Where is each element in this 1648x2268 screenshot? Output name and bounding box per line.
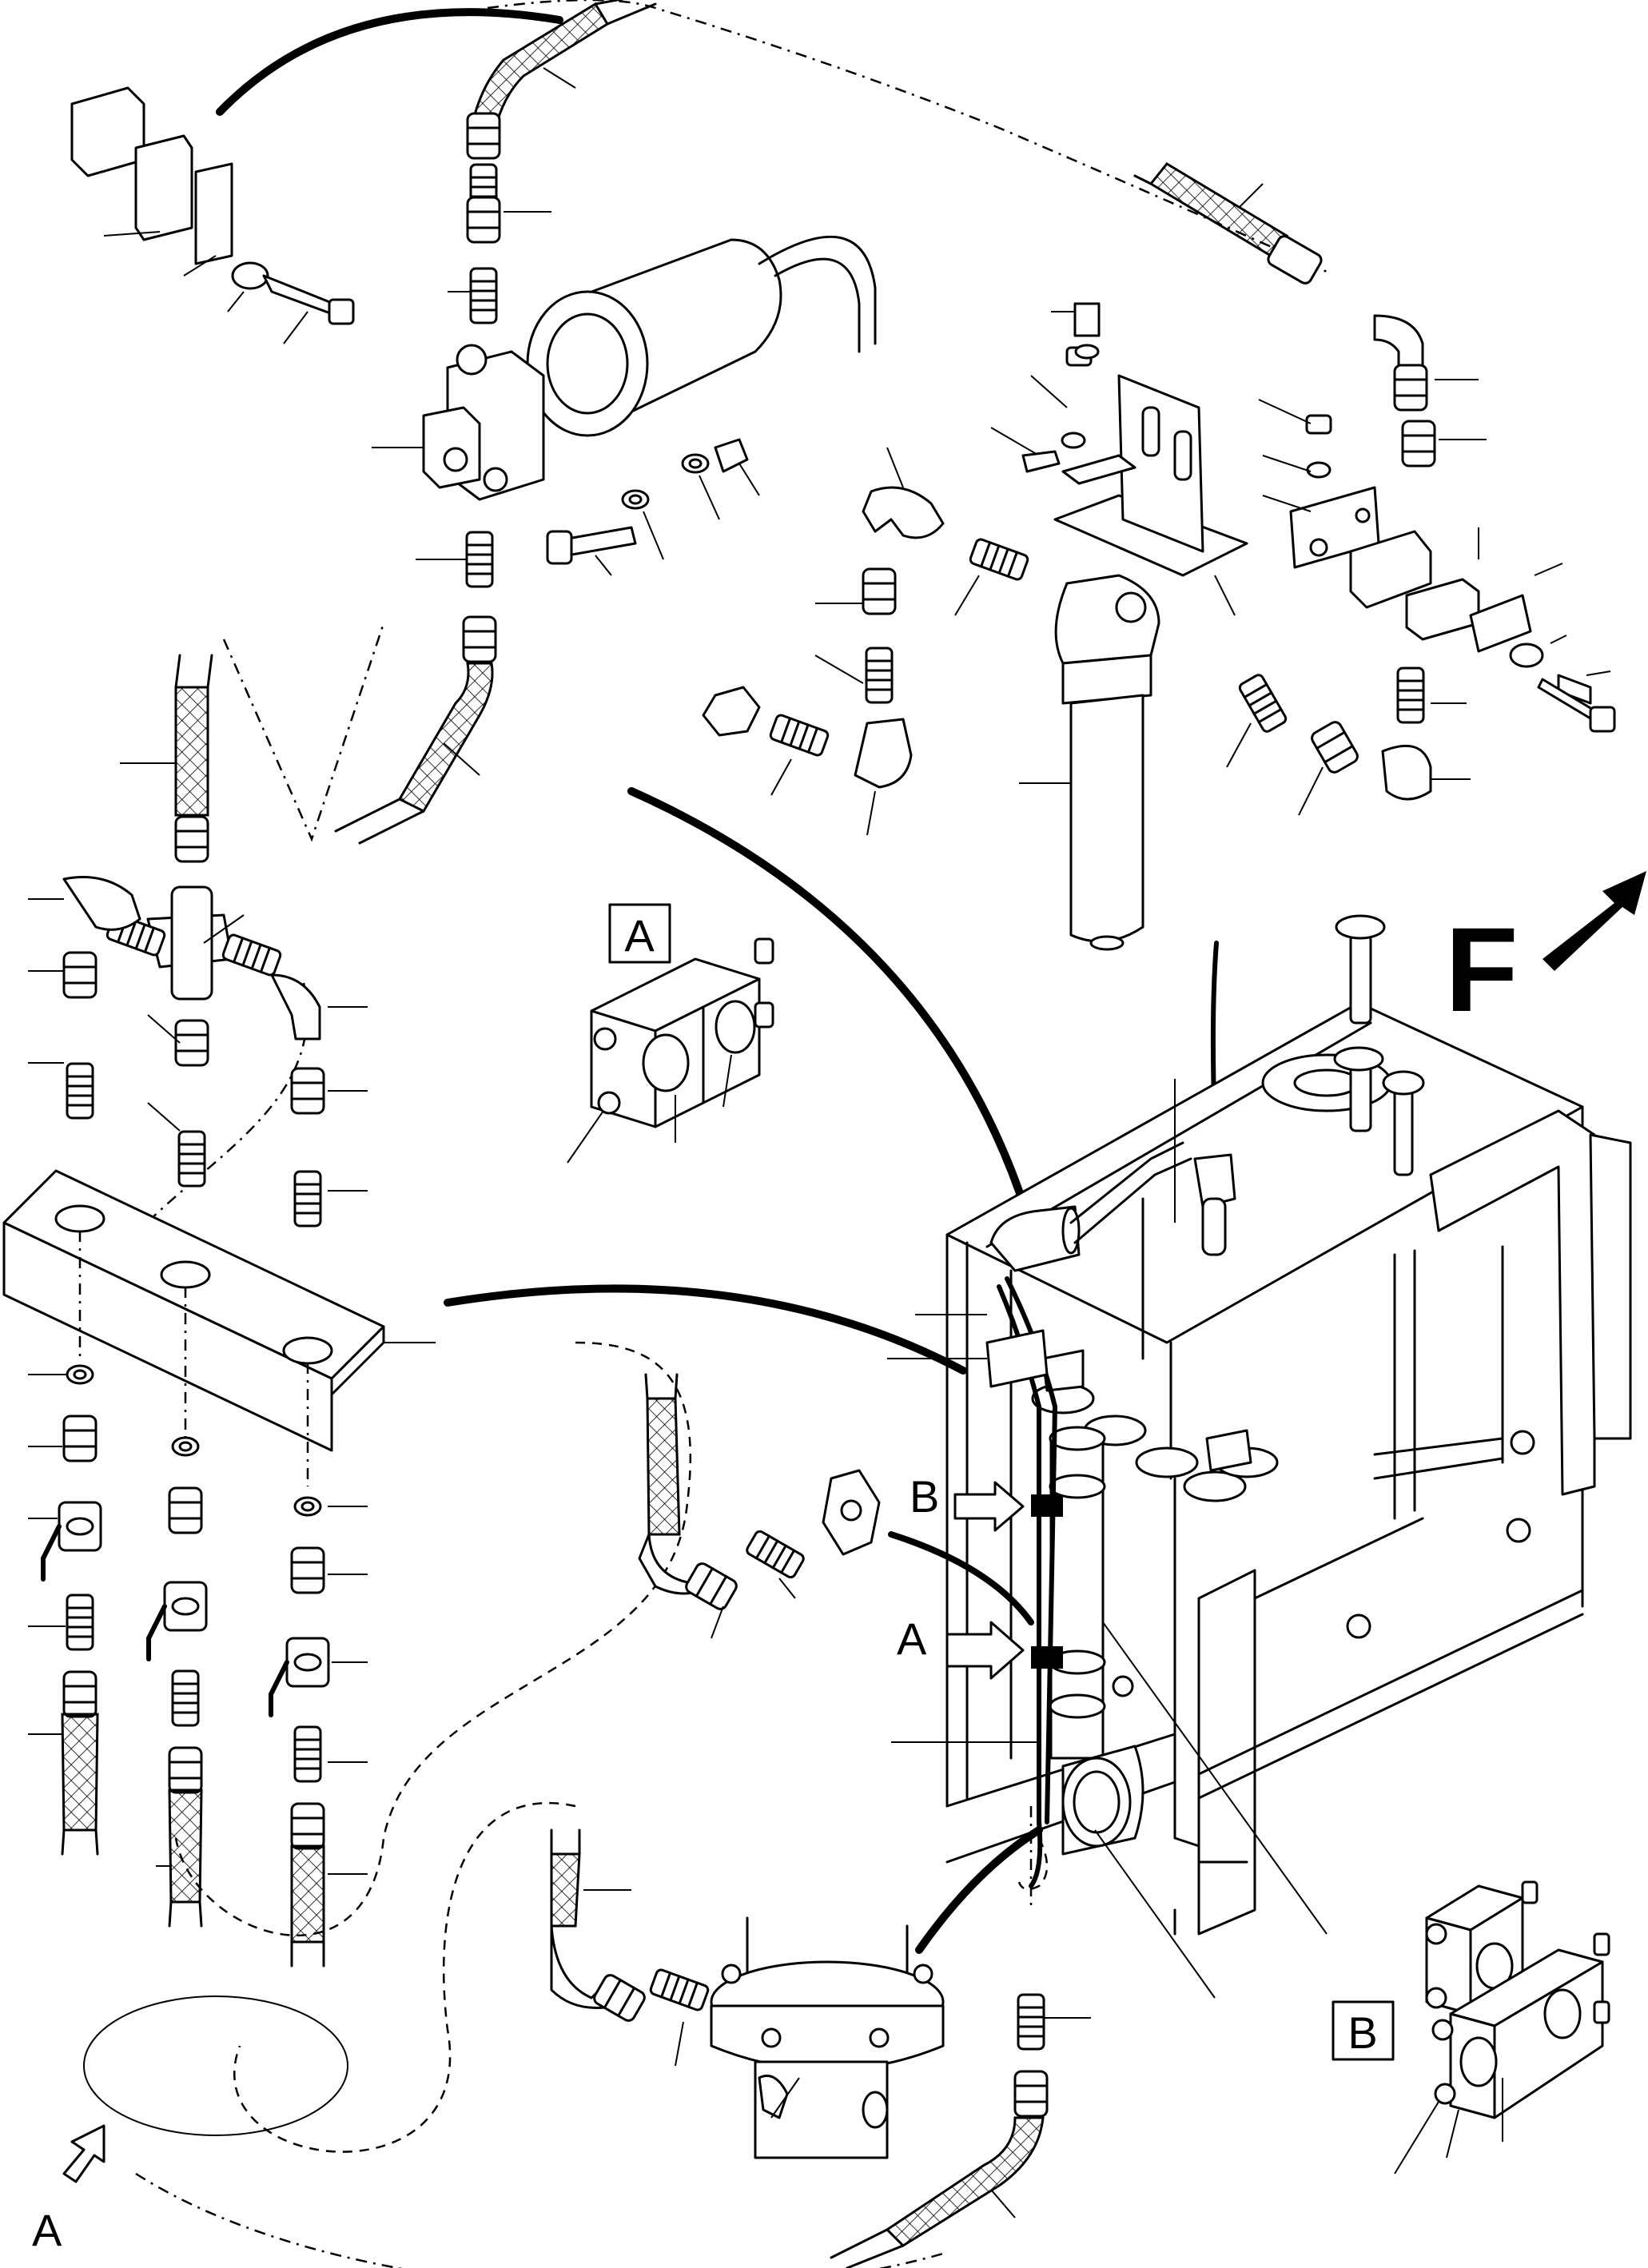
view-arrow-icon [62, 2124, 105, 2183]
svg-text:B: B [910, 1471, 939, 1522]
pump-suction-hose [448, 0, 657, 324]
svg-text:A: A [897, 1613, 927, 1664]
filter-mounting-bracket [990, 302, 1248, 616]
lower-right-valve-column [271, 1496, 368, 1968]
manifold-left-column [28, 951, 98, 1120]
svg-text:A: A [32, 2205, 62, 2255]
svg-text:A: A [624, 910, 655, 961]
manifold-mounting-plate [2, 1169, 436, 1486]
hydraulic-pump-motor [372, 235, 877, 663]
lower-left-valve-column [28, 1364, 101, 1856]
view-arrow-a-bottom: A [32, 2124, 105, 2255]
center-hose-assembly [638, 1373, 881, 1639]
view-arrow-a: A [897, 1613, 1025, 1680]
oil-filter [1019, 574, 1471, 951]
view-arrow-b: B [910, 1471, 1025, 1532]
filter-inlet-fittings [702, 447, 1030, 836]
detail-b-clamp [1394, 1880, 1610, 2174]
front-direction-indicator: F [1445, 871, 1646, 1037]
lower-right-hose [830, 1993, 1091, 2268]
manifold-center-column [147, 1014, 209, 1188]
view-arrow-icon [945, 1621, 1025, 1680]
manifold-tee-block [28, 876, 368, 1040]
front-direction-arrow-icon [1543, 871, 1646, 971]
svg-text:F: F [1445, 902, 1519, 1037]
view-arrow-icon [953, 1481, 1025, 1532]
svg-text:B: B [1347, 2007, 1377, 2058]
pump-mounting-hardware [546, 438, 760, 576]
filter-clamp-set [1258, 399, 1616, 733]
filter-inlet-hose [1133, 162, 1487, 468]
hydraulic-tank-frame [887, 914, 1632, 1999]
manifold-hose-top [120, 654, 213, 863]
lower-hose-to-flange [550, 1828, 711, 2067]
detail-b-label-box: B [1332, 2000, 1395, 2061]
suction-flange-pipe [710, 1916, 945, 2159]
lower-center-valve-column [149, 1436, 206, 1928]
pump-pressure-hose [334, 662, 494, 845]
pipe-clamp-set-top-left [70, 86, 355, 344]
detail-a-label-box: A [608, 903, 671, 964]
manifold-right-column [290, 1067, 368, 1228]
detail-a-clamp [567, 937, 774, 1164]
